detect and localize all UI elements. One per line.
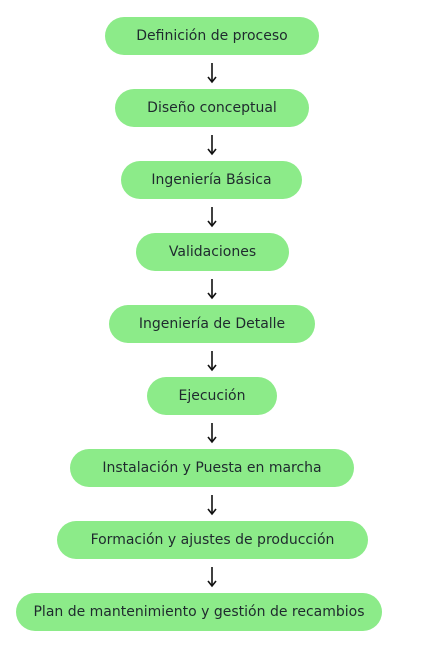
step-plan-de-mantenimiento: Plan de mantenimiento y gestión de recam… (16, 593, 382, 631)
step-definicion-de-proceso: Definición de proceso (105, 17, 319, 55)
step-diseno-conceptual: Diseño conceptual (115, 89, 309, 127)
arrow-down-icon (202, 133, 222, 157)
arrow-down-icon (202, 421, 222, 445)
step-ingenieria-de-detalle: Ingeniería de Detalle (109, 305, 315, 343)
step-ejecucion: Ejecución (147, 377, 277, 415)
arrow-down-icon (202, 349, 222, 373)
arrow-down-icon (202, 565, 222, 589)
arrow-down-icon (202, 493, 222, 517)
arrow-down-icon (202, 205, 222, 229)
arrow-down-icon (202, 61, 222, 85)
step-validaciones: Validaciones (136, 233, 289, 271)
arrow-down-icon (202, 277, 222, 301)
step-instalacion-y-puesta-en-marcha: Instalación y Puesta en marcha (70, 449, 354, 487)
step-formacion-y-ajustes: Formación y ajustes de producción (57, 521, 368, 559)
step-ingenieria-basica: Ingeniería Básica (121, 161, 302, 199)
